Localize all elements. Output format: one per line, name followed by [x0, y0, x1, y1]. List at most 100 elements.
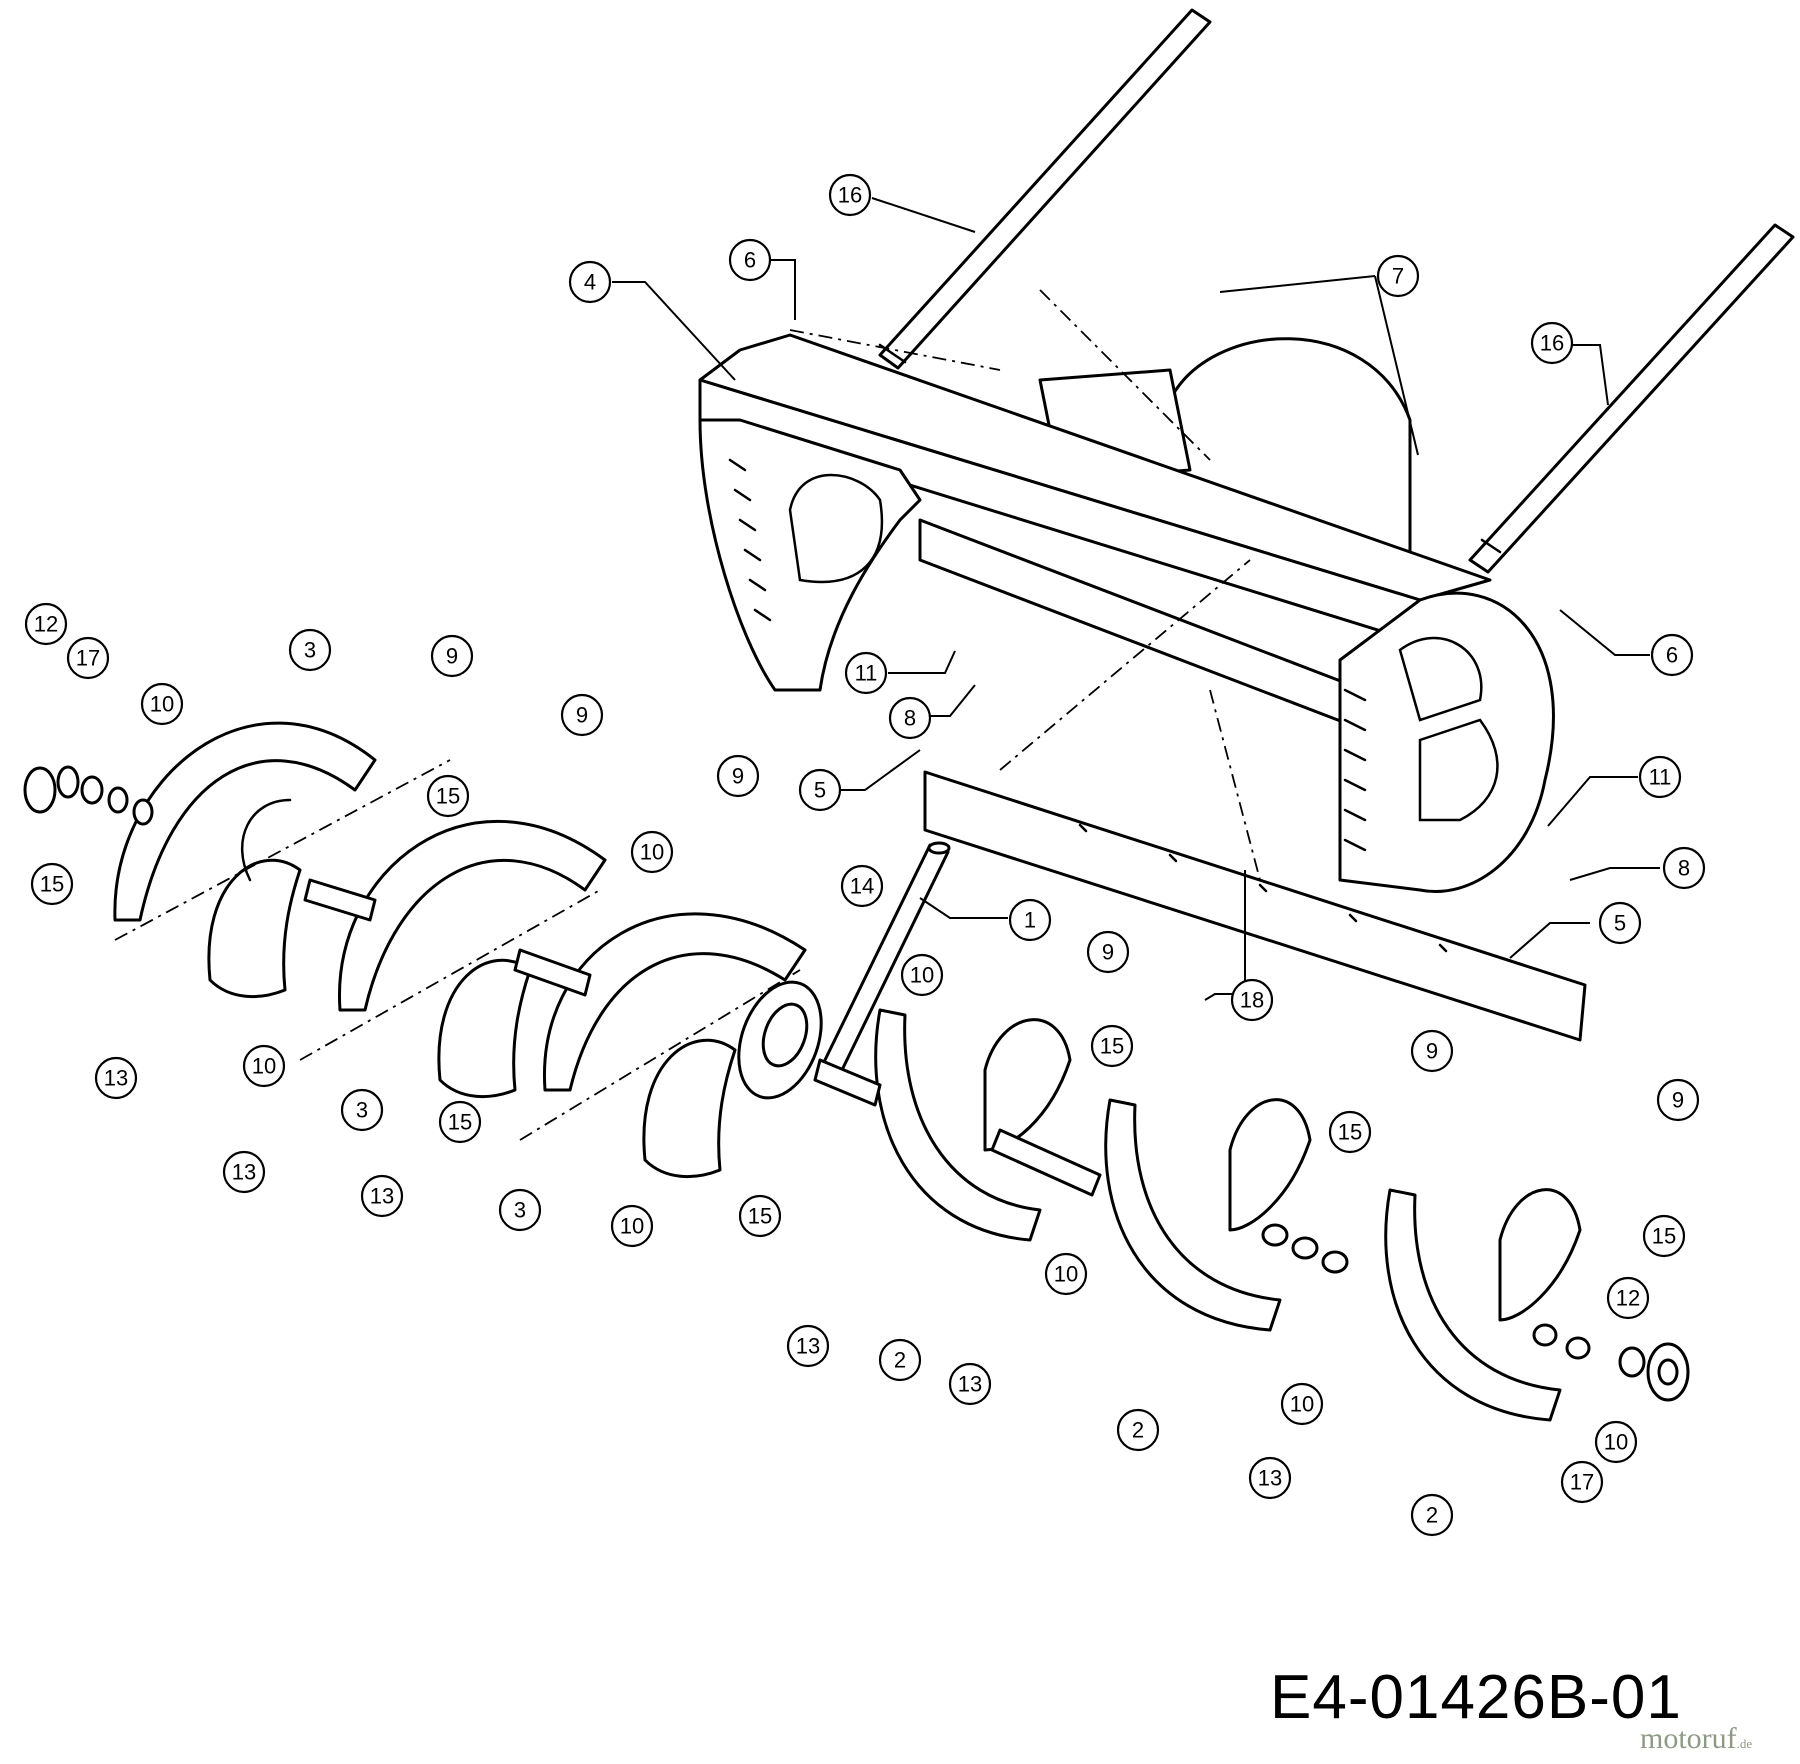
svg-text:2: 2	[1426, 1503, 1438, 1528]
svg-text:10: 10	[910, 963, 934, 988]
callout-5: 5	[798, 768, 842, 812]
handle-tube-left	[878, 8, 1212, 370]
svg-text:2: 2	[1132, 1418, 1144, 1443]
callout-8: 8	[1662, 846, 1706, 890]
svg-text:10: 10	[620, 1214, 644, 1239]
svg-text:11: 11	[855, 661, 878, 686]
watermark-name: motoruf	[1640, 1722, 1737, 1755]
callout-15: 15	[1328, 1110, 1372, 1154]
callout-16: 16	[1530, 321, 1574, 365]
svg-text:9: 9	[446, 644, 458, 669]
callout-12: 12	[1606, 1276, 1650, 1320]
callout-6: 6	[1650, 633, 1694, 677]
svg-text:3: 3	[304, 638, 316, 663]
svg-text:11: 11	[1649, 765, 1672, 790]
svg-text:9: 9	[1426, 1039, 1438, 1064]
svg-text:10: 10	[1054, 1262, 1078, 1287]
svg-text:15: 15	[40, 872, 64, 897]
bearing-right	[1646, 1342, 1690, 1402]
svg-text:13: 13	[104, 1066, 128, 1091]
watermark-tld: .de	[1736, 1736, 1753, 1751]
callout-15: 15	[738, 1194, 782, 1238]
auger-flight-left-1	[113, 721, 377, 999]
scraper-bar	[923, 770, 1587, 1042]
callout-15: 15	[1090, 1024, 1134, 1068]
document-code: E4-01426B-01	[1270, 1663, 1682, 1732]
callout-10: 10	[1044, 1252, 1088, 1296]
svg-text:10: 10	[1290, 1392, 1314, 1417]
gearbox	[737, 980, 823, 1100]
callout-13: 13	[948, 1362, 992, 1406]
svg-text:15: 15	[1338, 1120, 1362, 1145]
callout-10: 10	[630, 830, 674, 874]
watermark: motoruf.de	[1640, 1722, 1752, 1756]
svg-text:8: 8	[1678, 856, 1690, 881]
callout-14: 14	[840, 864, 884, 908]
callout-15: 15	[438, 1100, 482, 1144]
callout-10: 10	[900, 953, 944, 997]
svg-text:5: 5	[814, 778, 826, 803]
callout-2: 2	[1410, 1493, 1454, 1537]
svg-text:6: 6	[744, 248, 756, 273]
svg-text:17: 17	[1570, 1470, 1594, 1495]
callout-11: 11	[844, 651, 888, 695]
callout-7: 7	[1376, 254, 1420, 298]
svg-text:9: 9	[576, 703, 588, 728]
svg-text:12: 12	[34, 612, 58, 637]
svg-text:16: 16	[838, 183, 862, 208]
callout-4: 4	[568, 260, 612, 304]
auger-housing	[698, 333, 1555, 893]
callout-10: 10	[1594, 1420, 1638, 1464]
callout-13: 13	[94, 1056, 138, 1100]
svg-text:13: 13	[958, 1372, 982, 1397]
callout-1: 1	[1008, 898, 1052, 942]
callout-17: 17	[66, 636, 110, 680]
callout-9: 9	[430, 634, 474, 678]
callout-9: 9	[1656, 1078, 1700, 1122]
svg-text:13: 13	[796, 1334, 820, 1359]
callout-2: 2	[1116, 1408, 1160, 1452]
auger-flight-right-3	[1384, 1188, 1582, 1422]
auger-flight-right-1	[874, 1008, 1072, 1242]
callout-9: 9	[560, 693, 604, 737]
centerlines	[114, 289, 1261, 1141]
callout-12: 12	[24, 602, 68, 646]
handle-tube-right	[1468, 223, 1795, 574]
svg-text:15: 15	[448, 1110, 472, 1135]
svg-text:15: 15	[1100, 1034, 1124, 1059]
svg-text:13: 13	[232, 1160, 256, 1185]
svg-text:13: 13	[370, 1184, 394, 1209]
shaft-spacers-center	[303, 878, 1102, 1197]
callout-8: 8	[888, 696, 932, 740]
svg-text:14: 14	[850, 874, 874, 899]
svg-text:9: 9	[1102, 940, 1114, 965]
callout-10: 10	[1280, 1382, 1324, 1426]
callout-3: 3	[498, 1188, 542, 1232]
callout-2: 2	[878, 1338, 922, 1382]
svg-text:9: 9	[1672, 1088, 1684, 1113]
svg-text:17: 17	[76, 646, 100, 671]
leader-lines	[612, 197, 1660, 1001]
callout-10: 10	[610, 1204, 654, 1248]
callout-15: 15	[1642, 1214, 1686, 1258]
svg-text:15: 15	[436, 784, 460, 809]
callout-13: 13	[786, 1324, 830, 1368]
callout-9: 9	[1410, 1029, 1454, 1073]
svg-text:3: 3	[356, 1098, 368, 1123]
svg-text:12: 12	[1616, 1286, 1640, 1311]
callout-11: 11	[1638, 755, 1682, 799]
callout-9: 9	[716, 754, 760, 798]
svg-text:10: 10	[252, 1054, 276, 1079]
callout-15: 15	[426, 774, 470, 818]
callout-13: 13	[360, 1174, 404, 1218]
callout-13: 13	[222, 1150, 266, 1194]
svg-text:8: 8	[904, 706, 916, 731]
callout-13: 13	[1248, 1456, 1292, 1500]
svg-text:7: 7	[1392, 264, 1404, 289]
svg-text:1: 1	[1024, 908, 1036, 933]
callout-10: 10	[242, 1044, 286, 1088]
callout-6: 6	[728, 238, 772, 282]
svg-text:10: 10	[640, 840, 664, 865]
svg-text:10: 10	[150, 692, 174, 717]
